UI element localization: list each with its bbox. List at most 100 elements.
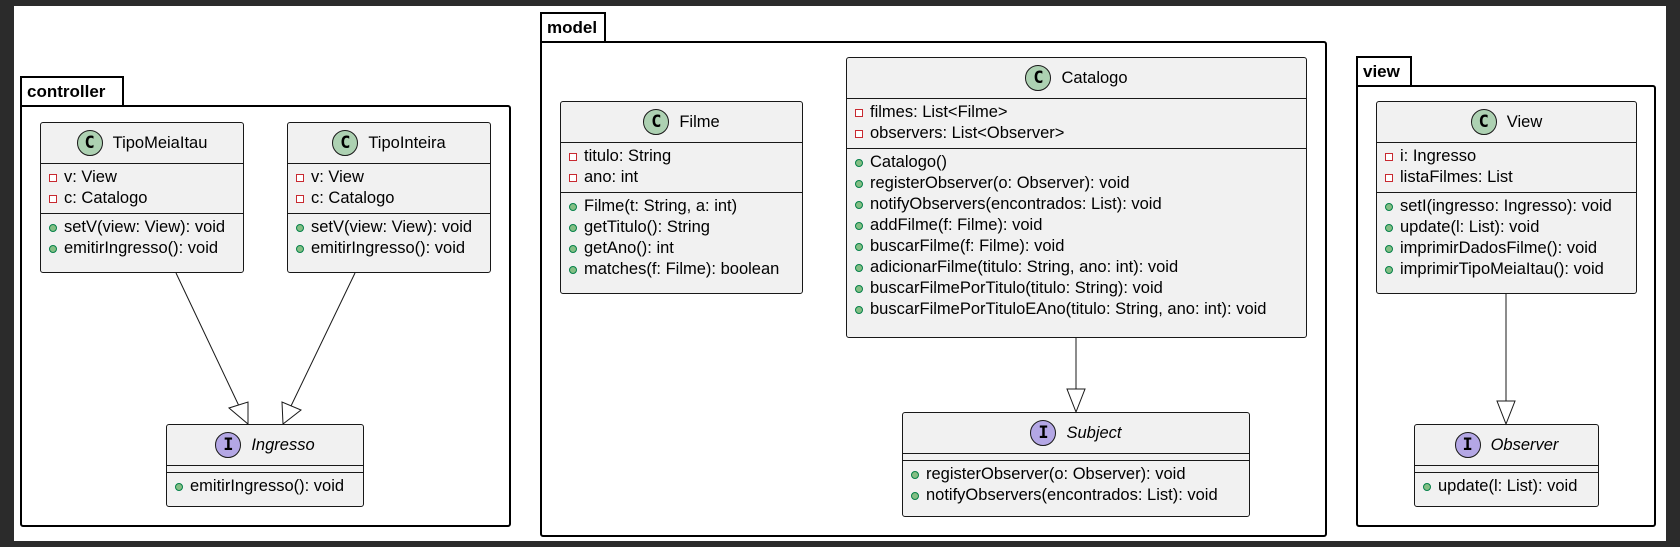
- methods-section: emitirIngresso(): void: [167, 472, 363, 501]
- class-name: TipoMeiaItau: [112, 133, 208, 152]
- private-marker-icon: [855, 108, 863, 117]
- interface-ingresso[interactable]: I Ingresso emitirIngresso(): void: [166, 424, 364, 507]
- package-tab-model: model: [540, 12, 606, 42]
- fields-section: [167, 465, 363, 472]
- fields-section: v: View c: Catalogo: [288, 163, 490, 213]
- fields-section: i: Ingresso listaFilmes: List: [1377, 142, 1636, 192]
- interface-name: Subject: [1066, 423, 1122, 442]
- class-tipomeiaitau[interactable]: C TipoMeiaItau v: View c: Catalogo setV(…: [40, 122, 244, 273]
- public-marker-icon: [855, 179, 863, 188]
- field-row: observers: List<Observer>: [847, 123, 1306, 144]
- method-row: registerObserver(o: Observer): void: [903, 464, 1249, 485]
- class-badge-icon: C: [76, 130, 103, 156]
- field-row: ano: int: [561, 167, 802, 188]
- fields-section: filmes: List<Filme> observers: List<Obse…: [847, 98, 1306, 148]
- method-row: Catalogo(): [847, 152, 1306, 173]
- method-row: buscarFilmePorTituloEAno(titulo: String,…: [847, 299, 1306, 320]
- public-marker-icon: [855, 221, 863, 230]
- fields-section: titulo: String ano: int: [561, 142, 802, 192]
- method-row: setI(ingresso: Ingresso): void: [1377, 196, 1636, 217]
- methods-section: setV(view: View): void emitirIngresso():…: [288, 213, 490, 263]
- methods-section: setV(view: View): void emitirIngresso():…: [41, 213, 243, 263]
- method-row: emitirIngresso(): void: [288, 238, 490, 259]
- class-badge-icon: C: [332, 130, 359, 156]
- public-marker-icon: [1385, 244, 1393, 253]
- method-row: adicionarFilme(titulo: String, ano: int)…: [847, 257, 1306, 278]
- public-marker-icon: [1385, 202, 1393, 211]
- class-name: Catalogo: [1061, 68, 1128, 87]
- public-marker-icon: [1385, 265, 1393, 274]
- interface-badge-icon: I: [1030, 420, 1057, 446]
- interface-observer[interactable]: I Observer update(l: List): void: [1414, 424, 1599, 507]
- field-row: v: View: [288, 167, 490, 188]
- interface-name: Ingresso: [251, 435, 315, 454]
- public-marker-icon: [1385, 223, 1393, 232]
- private-marker-icon: [569, 152, 577, 161]
- class-badge-icon: C: [643, 109, 670, 135]
- public-marker-icon: [569, 244, 577, 253]
- method-row: update(l: List): void: [1415, 476, 1598, 497]
- method-row: getAno(): int: [561, 238, 802, 259]
- class-name: TipoInteira: [368, 133, 446, 152]
- class-view[interactable]: C View i: Ingresso listaFilmes: List set…: [1376, 101, 1637, 294]
- private-marker-icon: [296, 194, 304, 203]
- public-marker-icon: [49, 244, 57, 253]
- method-row: notifyObservers(encontrados: List): void: [903, 485, 1249, 506]
- package-tab-view: view: [1356, 56, 1412, 86]
- methods-section: Catalogo() registerObserver(o: Observer)…: [847, 148, 1306, 324]
- method-row: imprimirTipoMeiaItau(): void: [1377, 259, 1636, 280]
- public-marker-icon: [569, 265, 577, 274]
- public-marker-icon: [855, 242, 863, 251]
- public-marker-icon: [296, 223, 304, 232]
- public-marker-icon: [855, 200, 863, 209]
- class-filme[interactable]: C Filme titulo: String ano: int Filme(t:…: [560, 101, 803, 294]
- public-marker-icon: [175, 482, 183, 491]
- private-marker-icon: [855, 129, 863, 138]
- class-name: Filme: [679, 112, 720, 131]
- method-row: Filme(t: String, a: int): [561, 196, 802, 217]
- public-marker-icon: [855, 305, 863, 314]
- method-row: getTitulo(): String: [561, 217, 802, 238]
- fields-section: v: View c: Catalogo: [41, 163, 243, 213]
- package-tab-controller: controller: [20, 76, 124, 106]
- field-row: i: Ingresso: [1377, 146, 1636, 167]
- private-marker-icon: [569, 173, 577, 182]
- class-badge-icon: C: [1470, 109, 1497, 135]
- private-marker-icon: [49, 194, 57, 203]
- public-marker-icon: [569, 202, 577, 211]
- private-marker-icon: [296, 173, 304, 182]
- fields-section: [1415, 465, 1598, 472]
- class-badge-icon: C: [1025, 65, 1052, 91]
- public-marker-icon: [569, 223, 577, 232]
- field-row: titulo: String: [561, 146, 802, 167]
- field-row: c: Catalogo: [288, 188, 490, 209]
- private-marker-icon: [49, 173, 57, 182]
- method-row: imprimirDadosFilme(): void: [1377, 238, 1636, 259]
- class-catalogo[interactable]: C Catalogo filmes: List<Filme> observers…: [846, 57, 1307, 338]
- method-row: setV(view: View): void: [41, 217, 243, 238]
- method-row: addFilme(f: Filme): void: [847, 215, 1306, 236]
- interface-badge-icon: I: [215, 432, 242, 458]
- public-marker-icon: [1423, 482, 1431, 491]
- methods-section: registerObserver(o: Observer): void noti…: [903, 460, 1249, 510]
- method-row: matches(f: Filme): boolean: [561, 259, 802, 280]
- method-row: registerObserver(o: Observer): void: [847, 173, 1306, 194]
- public-marker-icon: [855, 284, 863, 293]
- interface-subject[interactable]: I Subject registerObserver(o: Observer):…: [902, 412, 1250, 517]
- public-marker-icon: [911, 491, 919, 500]
- public-marker-icon: [911, 470, 919, 479]
- field-row: v: View: [41, 167, 243, 188]
- class-tipointeira[interactable]: C TipoInteira v: View c: Catalogo setV(v…: [287, 122, 491, 273]
- public-marker-icon: [49, 223, 57, 232]
- method-row: buscarFilme(f: Filme): void: [847, 236, 1306, 257]
- methods-section: setI(ingresso: Ingresso): void update(l:…: [1377, 192, 1636, 284]
- private-marker-icon: [1385, 173, 1393, 182]
- class-name: View: [1506, 112, 1543, 131]
- methods-section: Filme(t: String, a: int) getTitulo(): St…: [561, 192, 802, 284]
- method-row: setV(view: View): void: [288, 217, 490, 238]
- private-marker-icon: [1385, 152, 1393, 161]
- method-row: emitirIngresso(): void: [167, 476, 363, 497]
- method-row: notifyObservers(encontrados: List): void: [847, 194, 1306, 215]
- methods-section: update(l: List): void: [1415, 472, 1598, 501]
- public-marker-icon: [296, 244, 304, 253]
